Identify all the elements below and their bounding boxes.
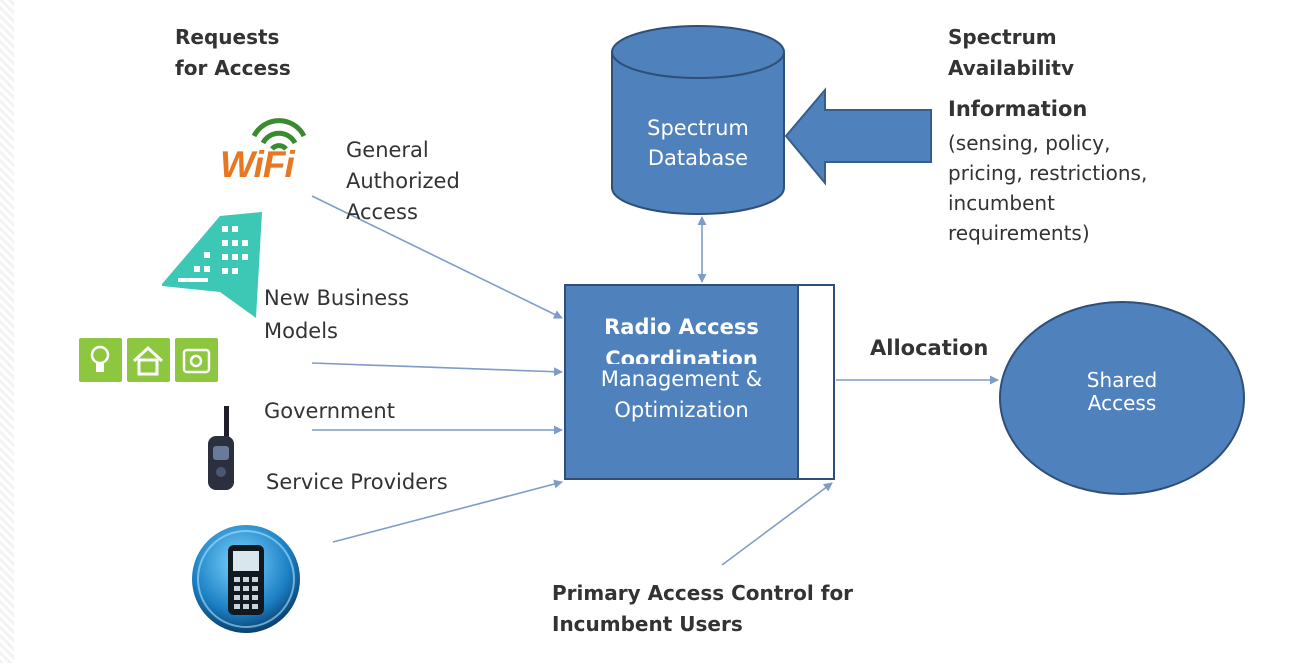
left-border-decoration xyxy=(0,0,14,663)
coordination-box xyxy=(564,284,799,480)
arrow-service-providers xyxy=(332,479,563,543)
shared-access-label: Shared Access xyxy=(1086,368,1158,415)
availability-details: (sensing, policy, pricing, restrictions,… xyxy=(948,131,1148,245)
coordination-label: Radio Access Coordination Management & O… xyxy=(600,315,763,422)
requests-heading: Requests for Access xyxy=(175,25,291,75)
mobile-phone-icon xyxy=(190,523,302,635)
allocation-label: Allocation xyxy=(870,336,989,360)
new-business-models-label: New Business Models xyxy=(264,286,410,343)
availability-heading: Spectrum Availability xyxy=(948,25,1074,75)
arrow-new-business xyxy=(311,362,563,377)
spectrum-database-cylinder xyxy=(611,25,785,215)
building-icon xyxy=(160,212,266,320)
availability-block-arrow xyxy=(784,87,932,186)
wifi-logo-icon: WiFi xyxy=(214,118,324,190)
smart-home-icons xyxy=(78,337,220,383)
shared-access-ellipse xyxy=(999,301,1245,495)
coordination-side-panel xyxy=(797,284,835,480)
arrow-general-access xyxy=(311,195,563,319)
service-providers-label: Service Providers xyxy=(266,470,448,494)
arrow-primary-control xyxy=(721,482,833,566)
primary-access-control-label: Primary Access Control for Incumbent Use… xyxy=(552,581,854,636)
general-authorized-access-label: General Authorized Access xyxy=(346,138,460,225)
availability-information: Information xyxy=(948,97,1088,121)
government-label: Government xyxy=(264,399,395,423)
walkie-talkie-icon xyxy=(204,406,238,492)
